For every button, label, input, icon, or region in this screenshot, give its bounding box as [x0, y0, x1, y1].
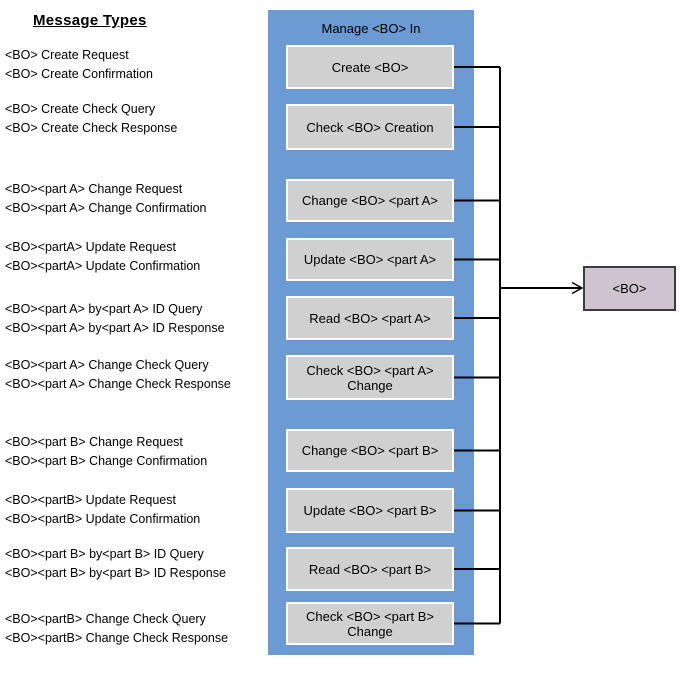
message-type-group-parta-update: <BO><partA> Update Request <BO><partA> U… [5, 238, 200, 276]
message-type-line: <BO><part A> Change Check Response [5, 377, 231, 391]
message-type-group-partb-update: <BO><partB> Update Request <BO><partB> U… [5, 491, 200, 529]
message-type-line: <BO><part B> Change Confirmation [5, 454, 208, 468]
message-type-line: <BO><partB> Update Confirmation [5, 512, 201, 526]
message-type-line: <BO><part B> Change Request [5, 435, 183, 449]
message-type-line: <BO><partB> Update Request [5, 493, 176, 507]
message-type-line: <BO><part B> by<part B> ID Response [5, 566, 226, 580]
manage-bo-in-panel: Manage <BO> In Create <BO> Check <BO> Cr… [268, 10, 474, 655]
message-type-line: <BO><partA> Update Request [5, 240, 176, 254]
message-type-line: <BO><part A> Change Request [5, 182, 183, 196]
message-type-line: <BO><partB> Change Check Response [5, 631, 229, 645]
message-type-group-create-check: <BO> Create Check Query <BO> Create Chec… [5, 100, 177, 138]
message-type-line: <BO> Create Check Response [5, 121, 178, 135]
message-types-heading: Message Types [33, 12, 147, 29]
op-box-change-bo-part-b: Change <BO> <part B> [286, 429, 454, 472]
message-type-line: <BO> Create Confirmation [5, 67, 153, 81]
message-type-group-partb-change: <BO><part B> Change Request <BO><part B>… [5, 433, 207, 471]
bo-box: <BO> [583, 266, 676, 311]
message-type-line: <BO><part A> by<part A> ID Response [5, 321, 225, 335]
op-box-read-bo-part-b: Read <BO> <part B> [286, 547, 454, 591]
op-box-update-bo-part-a: Update <BO> <part A> [286, 238, 454, 281]
op-box-check-bo-part-b-change: Check <BO> <part B> Change [286, 602, 454, 645]
message-type-group-parta-change: <BO><part A> Change Request <BO><part A>… [5, 180, 207, 218]
op-box-change-bo-part-a: Change <BO> <part A> [286, 179, 454, 222]
op-box-read-bo-part-a: Read <BO> <part A> [286, 296, 454, 340]
message-type-line: <BO><part B> by<part B> ID Query [5, 547, 204, 561]
message-type-line: <BO> Create Request [5, 48, 129, 62]
message-type-line: <BO> Create Check Query [5, 102, 156, 116]
arrowhead-icon [571, 281, 584, 295]
op-box-check-bo-part-a-change: Check <BO> <part A> Change [286, 355, 454, 400]
message-type-line: <BO><part A> Change Check Query [5, 358, 209, 372]
message-type-group-partb-changecheck: <BO><partB> Change Check Query <BO><part… [5, 610, 228, 648]
manage-bo-in-title: Manage <BO> In [321, 21, 421, 36]
message-type-group-partb-byid: <BO><part B> by<part B> ID Query <BO><pa… [5, 545, 226, 583]
message-type-line: <BO><partB> Change Check Query [5, 612, 206, 626]
op-box-check-bo-creation: Check <BO> Creation [286, 104, 454, 150]
op-box-update-bo-part-b: Update <BO> <part B> [286, 488, 454, 533]
message-type-group-create: <BO> Create Request <BO> Create Confirma… [5, 46, 153, 84]
message-type-line: <BO><partA> Update Confirmation [5, 259, 201, 273]
message-type-group-parta-changecheck: <BO><part A> Change Check Query <BO><par… [5, 356, 231, 394]
message-type-line: <BO><part A> Change Confirmation [5, 201, 207, 215]
message-type-group-parta-byid: <BO><part A> by<part A> ID Query <BO><pa… [5, 300, 225, 338]
op-box-create-bo: Create <BO> [286, 45, 454, 89]
message-type-line: <BO><part A> by<part A> ID Query [5, 302, 203, 316]
